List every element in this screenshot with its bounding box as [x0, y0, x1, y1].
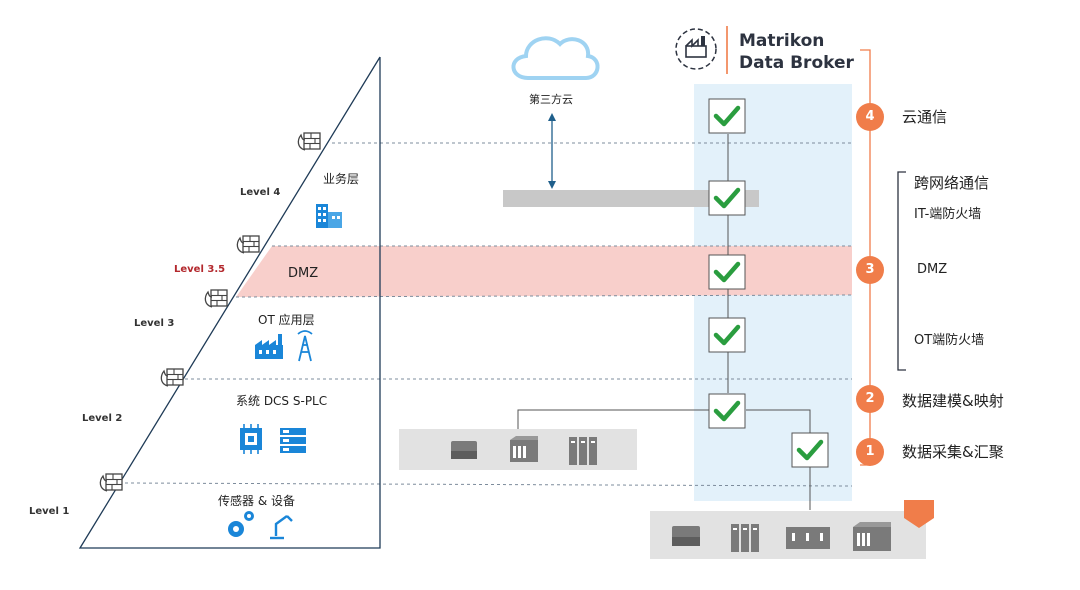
pyramid-outline	[78, 56, 381, 549]
layer-business: 业务层	[323, 172, 360, 186]
brand-line1: Matrikon	[739, 31, 825, 51]
brand-line2: Data Broker	[739, 53, 854, 73]
device-icon	[853, 522, 891, 551]
checkmark-icon	[709, 99, 745, 133]
step-3-number: 3	[865, 262, 875, 277]
step-2-number: 2	[865, 391, 875, 406]
firewall-icon	[204, 289, 228, 308]
cross-network-bracket	[897, 171, 906, 371]
step-4-label: 云通信	[902, 108, 948, 126]
step-4-number: 4	[865, 109, 875, 124]
dmz-sub-label: DMZ	[917, 262, 948, 277]
checkmark-icon	[709, 318, 745, 352]
device-icon	[731, 524, 759, 552]
ot-firewall-label: OT端防火墙	[914, 333, 985, 348]
firewall-icon	[160, 368, 184, 387]
step-4-circle	[856, 103, 884, 131]
step-2-label: 数据建模&映射	[902, 392, 1004, 410]
checkmark-icon	[709, 181, 745, 215]
cloud-arrow	[548, 113, 556, 189]
step-1-circle	[856, 438, 884, 466]
robot-arm-icon	[270, 515, 293, 540]
step-2-circle	[856, 385, 884, 413]
step-1-number: 1	[865, 444, 875, 459]
device-icon	[451, 441, 477, 459]
firewall-icon	[236, 235, 260, 254]
broker-logo-icon	[675, 28, 717, 70]
layer-dcs: 系统 DCS S-PLC	[236, 394, 328, 408]
checkmark-icon	[709, 394, 745, 428]
step-1-label: 数据采集&汇聚	[902, 443, 1004, 461]
layer-ot-app: OT 应用层	[258, 313, 315, 327]
device-icon	[786, 527, 830, 549]
tray-marker	[904, 500, 934, 528]
dmz-band	[236, 246, 852, 297]
chip-icon	[240, 424, 262, 454]
checkmark-icon	[709, 255, 745, 289]
device-icon	[569, 437, 597, 465]
step-3-circle	[856, 256, 884, 284]
gears-icon	[228, 511, 254, 537]
level-1-label: Level 1	[29, 506, 70, 517]
level-3-label: Level 3	[134, 318, 175, 329]
factory-icon	[255, 334, 283, 359]
firewall-icon	[99, 473, 123, 492]
it-firewall-label: IT-端防火墙	[914, 207, 982, 222]
cloud-label: 第三方云	[529, 93, 573, 106]
device-icon	[510, 436, 538, 462]
level-4-label: Level 4	[240, 187, 281, 198]
tower-icon	[297, 330, 313, 362]
step-3-label: 跨网络通信	[914, 174, 990, 192]
layer-dmz: DMZ	[288, 266, 319, 281]
layer-sensors: 传感器 & 设备	[218, 494, 295, 508]
level-35-label: Level 3.5	[174, 264, 226, 275]
level4-bar	[503, 190, 759, 207]
level-2-label: Level 2	[82, 413, 123, 424]
firewall-icon	[297, 132, 321, 151]
device-icon	[672, 526, 700, 546]
checkmark-icon	[792, 433, 828, 467]
cloud-icon	[511, 36, 600, 80]
building-icon	[316, 204, 342, 228]
server-rack-icon	[280, 428, 306, 453]
